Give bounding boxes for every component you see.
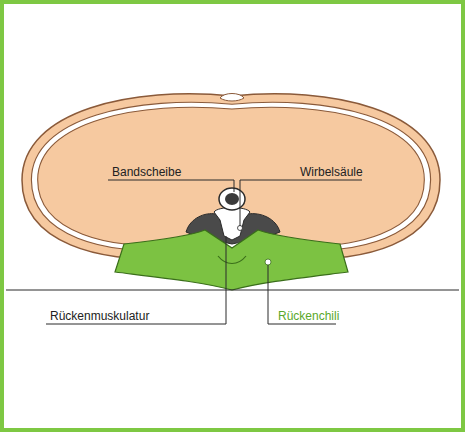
vertebra-arch [214,208,250,241]
part-label: Wirbelsäule [300,165,363,179]
part-label: Rückenmuskulatur [50,309,149,323]
torso-band [31,102,430,250]
part-label: Rückenchili [278,309,339,323]
leader-dot [238,226,243,231]
torso-section [22,94,440,259]
leader-line [240,180,362,226]
cushion-shape [115,230,348,290]
cushion [115,230,348,290]
leader-line [46,236,226,324]
leader-line [108,180,234,192]
sternum [220,94,244,102]
floor-line [6,290,459,291]
torso-inner [38,107,425,245]
cushion-fold [218,256,246,264]
vertebral-body [219,188,245,210]
leader-lines [46,180,362,324]
disc [225,193,239,205]
torso-outer [22,94,440,259]
part-label: Bandscheibe [112,165,181,179]
leader-dot [265,259,271,265]
